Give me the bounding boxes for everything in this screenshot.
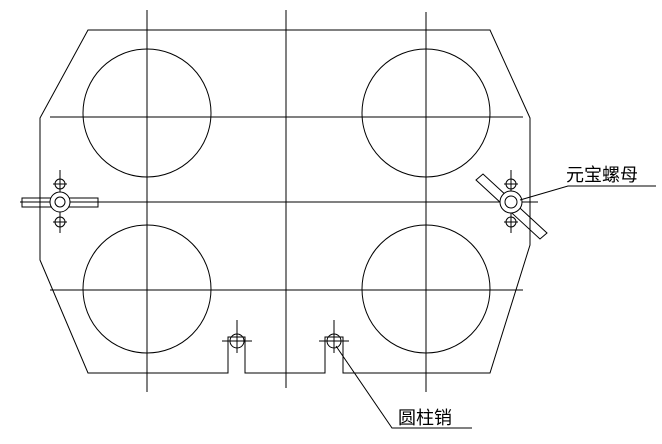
- plate-outline: [39, 29, 531, 374]
- wing-nut-right: [475, 170, 548, 240]
- pin-left: [222, 320, 252, 353]
- leader-pin: [335, 345, 472, 429]
- hole-bottom-right: [361, 224, 491, 354]
- hole-bottom-left: [82, 224, 212, 354]
- pin-right: [319, 320, 349, 353]
- hole-top-right: [361, 48, 491, 178]
- label-wing-nut: 元宝螺母: [566, 165, 638, 186]
- leader-wing-nut: [519, 185, 656, 201]
- hole-top-left: [82, 48, 212, 178]
- wing-nut-left: [21, 170, 99, 233]
- label-cylindrical-pin: 圆柱销: [398, 408, 452, 429]
